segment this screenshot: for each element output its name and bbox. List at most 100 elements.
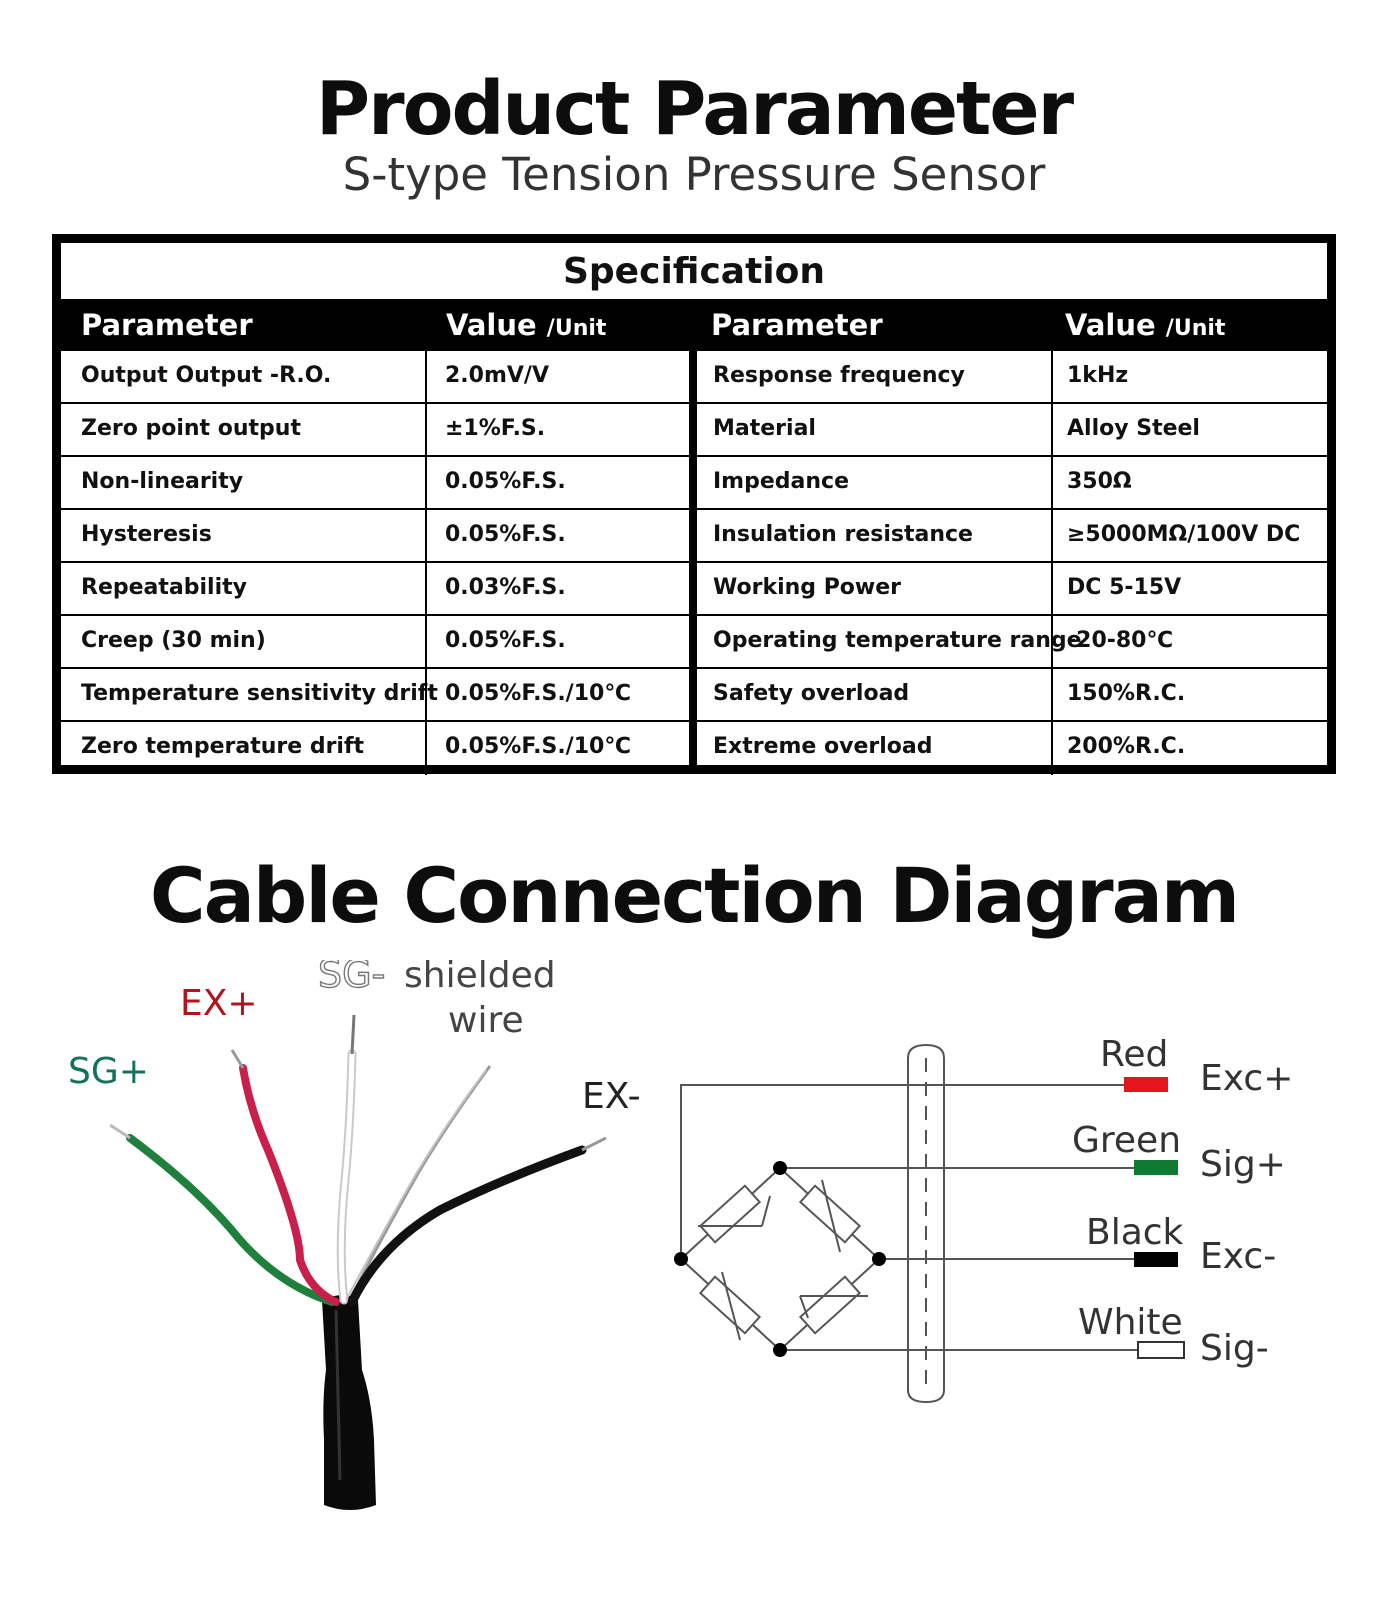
specification-table: Specification Parameter Value /Unit Outp… [52, 234, 1336, 775]
table-row: Non-linearity 0.05%F.S. [61, 457, 689, 510]
cell-divider [425, 351, 427, 402]
header-value-label: Value [1065, 308, 1156, 342]
wire-color-green: Green [1072, 1120, 1181, 1161]
value-cell: Alloy Steel [1067, 416, 1200, 441]
header-value: Value /Unit [446, 299, 606, 355]
wire-color-white: White [1078, 1302, 1183, 1343]
header-unit-label: /Unit [546, 316, 607, 341]
param-cell: Creep (30 min) [81, 628, 266, 653]
table-row: Operating temperature range-20-80℃ [697, 616, 1327, 669]
cable-diagram-title: Cable Connection Diagram [149, 851, 1240, 940]
table-row: Temperature sensitivity drift 0.05%F.S./1… [61, 669, 689, 722]
table-row: Output Output -R.O.2.0mV/V [61, 351, 689, 404]
table-row: Insulation resistance ≥5000MΩ/100V DC [697, 510, 1327, 563]
value-cell: DC 5-15V [1067, 575, 1182, 600]
label-ex-minus: EX- [582, 1076, 641, 1117]
wire-color-red: Red [1100, 1034, 1168, 1075]
param-cell: Working Power [713, 575, 902, 600]
cell-divider [1051, 722, 1053, 775]
cable-jacket [322, 1295, 376, 1510]
label-sg-minus: SG- [318, 960, 385, 996]
cell-divider [425, 457, 427, 508]
table-row: Repeatability 0.03%F.S. [61, 563, 689, 616]
cell-divider [425, 616, 427, 667]
param-cell: Operating temperature range [713, 628, 1082, 653]
cell-divider [425, 510, 427, 561]
param-cell: Material [713, 416, 816, 441]
table-row: Zero point output ±1%F.S. [61, 404, 689, 457]
table-row: Impedance 350Ω [697, 457, 1327, 510]
table-row: Creep (30 min) 0.05%F.S. [61, 616, 689, 669]
swatch-green [1134, 1160, 1178, 1175]
header-unit-label: /Unit [1165, 316, 1226, 341]
value-cell: ±1%F.S. [445, 416, 546, 441]
cell-divider [1051, 563, 1053, 614]
spec-header-right: Parameter Value /Unit [697, 299, 1327, 351]
table-row: Response frequency 1kHz [697, 351, 1327, 404]
param-cell: Extreme overload [713, 734, 933, 759]
swatch-white [1137, 1341, 1185, 1359]
wire-signal-red: Exc+ [1200, 1058, 1293, 1099]
page-subtitle: S-type Tension Pressure Sensor [342, 148, 1046, 201]
cell-divider [425, 669, 427, 720]
wire-signal-black: Exc- [1200, 1236, 1276, 1277]
header-parameter: Parameter [81, 308, 253, 342]
value-cell: 200%R.C. [1067, 734, 1186, 759]
cell-divider [1051, 457, 1053, 508]
page-title: Product Parameter [315, 66, 1074, 152]
wire-green [126, 1134, 336, 1306]
value-cell: 0.03%F.S. [445, 575, 566, 600]
label-wire: wire [448, 1000, 524, 1041]
specification-title: Specification [562, 251, 826, 292]
cell-divider [425, 722, 427, 775]
wire-color-black: Black [1086, 1212, 1184, 1253]
value-cell: 0.05%F.S./10℃ [445, 734, 631, 759]
header-parameter: Parameter [711, 308, 883, 342]
cell-divider [1051, 510, 1053, 561]
param-cell: Impedance [713, 469, 849, 494]
cell-divider [1051, 404, 1053, 455]
param-cell: Output Output -R.O. [81, 363, 332, 388]
param-cell: Hysteresis [81, 522, 212, 547]
cell-divider [1051, 351, 1053, 402]
cell-divider [425, 404, 427, 455]
cable-wires-illustration: SG+ EX+ SG- shielded wire EX- [68, 960, 641, 1510]
value-cell: -20-80℃ [1067, 628, 1174, 653]
table-row: Hysteresis 0.05%F.S. [61, 510, 689, 563]
value-cell: 150%R.C. [1067, 681, 1186, 706]
param-cell: Non-linearity [81, 469, 244, 494]
value-cell: 0.05%F.S. [445, 522, 566, 547]
value-cell: 350Ω [1067, 469, 1132, 494]
table-row: Material Alloy Steel [697, 404, 1327, 457]
wire-signal-green: Sig+ [1200, 1144, 1286, 1185]
cell-divider [1051, 616, 1053, 667]
spec-column-left: Parameter Value /Unit Output Output -R.O… [61, 299, 689, 775]
label-sg-plus: SG+ [68, 1051, 149, 1092]
param-cell: Zero temperature drift [81, 734, 365, 759]
table-row: Safety overload 150%R.C. [697, 669, 1327, 722]
value-cell: 0.05%F.S./10℃ [445, 681, 631, 706]
cell-divider [425, 563, 427, 614]
label-shielded: shielded [404, 960, 556, 996]
param-cell: Repeatability [81, 575, 247, 600]
wiring-schematic: Red Exc+ Green Sig+ Black Exc- White Sig… [674, 1034, 1293, 1404]
column-divider [689, 299, 697, 765]
value-cell: ≥5000MΩ/100V DC [1067, 522, 1301, 547]
param-cell: Insulation resistance [713, 522, 973, 547]
wire-red [239, 1064, 340, 1306]
value-cell: 1kHz [1067, 363, 1129, 388]
header-value-label: Value [446, 308, 537, 342]
param-cell: Zero point output [81, 416, 301, 441]
header-value: Value /Unit [1065, 299, 1225, 355]
label-ex-plus: EX+ [180, 983, 258, 1024]
swatch-red [1124, 1077, 1168, 1092]
value-cell: 0.05%F.S. [445, 469, 566, 494]
spec-column-right: Parameter Value /Unit Response frequency… [697, 299, 1327, 775]
param-cell: Temperature sensitivity drift [81, 681, 438, 706]
table-row: Extreme overload 200%R.C. [697, 722, 1327, 775]
param-cell: Safety overload [713, 681, 910, 706]
param-cell: Response frequency [713, 363, 965, 388]
value-cell: 0.05%F.S. [445, 628, 566, 653]
wire-black [347, 1145, 587, 1307]
wire-signal-white: Sig- [1200, 1328, 1269, 1369]
